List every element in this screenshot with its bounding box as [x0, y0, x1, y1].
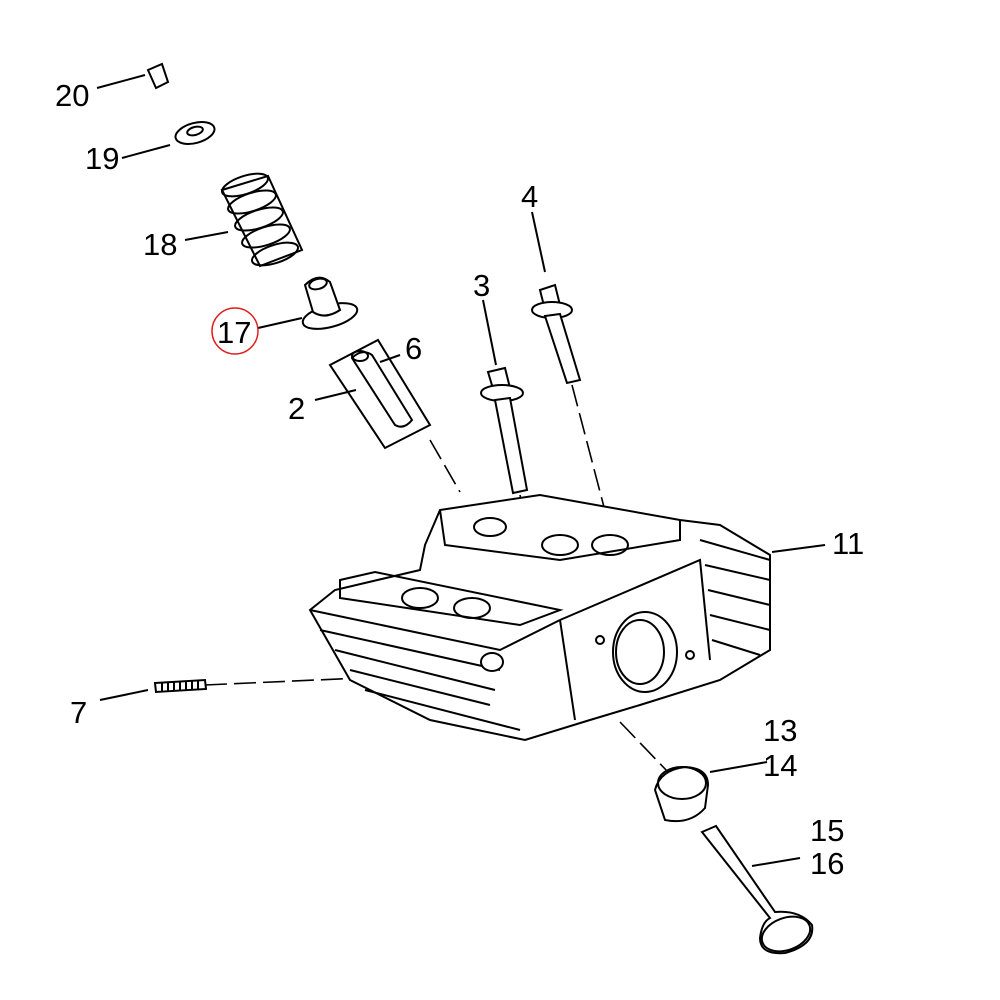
callout-11[interactable]: 11	[832, 526, 865, 561]
callout-15[interactable]: 15	[810, 813, 845, 848]
part-11-cylinder-head	[308, 493, 771, 742]
part-15-16-valve	[700, 824, 814, 955]
callout-7[interactable]: 7	[70, 695, 88, 730]
leader-lines	[96, 74, 826, 867]
highlight-circle	[211, 307, 259, 355]
part-4-head-bolt	[531, 283, 582, 385]
part-19-spring-retainer	[174, 121, 216, 145]
callout-16[interactable]: 16	[810, 846, 845, 881]
callout-17[interactable]: 17	[217, 315, 252, 350]
callout-20[interactable]: 20	[55, 78, 90, 113]
part-17-valve-seal	[301, 276, 359, 330]
part-2-valve-guide	[328, 338, 432, 450]
part-7-stud	[153, 678, 208, 694]
part-18-valve-spring	[220, 172, 304, 268]
part-3-head-bolt	[480, 366, 529, 495]
part-13-14-valve-seat	[653, 765, 710, 823]
callout-19[interactable]: 19	[85, 141, 120, 176]
part-20-valve-keeper	[146, 62, 170, 90]
callout-18[interactable]: 18	[143, 227, 178, 262]
callout-3[interactable]: 3	[473, 268, 491, 303]
callout-6[interactable]: 6	[405, 331, 423, 366]
callout-14[interactable]: 14	[763, 748, 798, 783]
callout-4[interactable]: 4	[521, 179, 539, 214]
callout-2[interactable]: 2	[288, 391, 306, 426]
callout-13[interactable]: 13	[763, 713, 798, 748]
